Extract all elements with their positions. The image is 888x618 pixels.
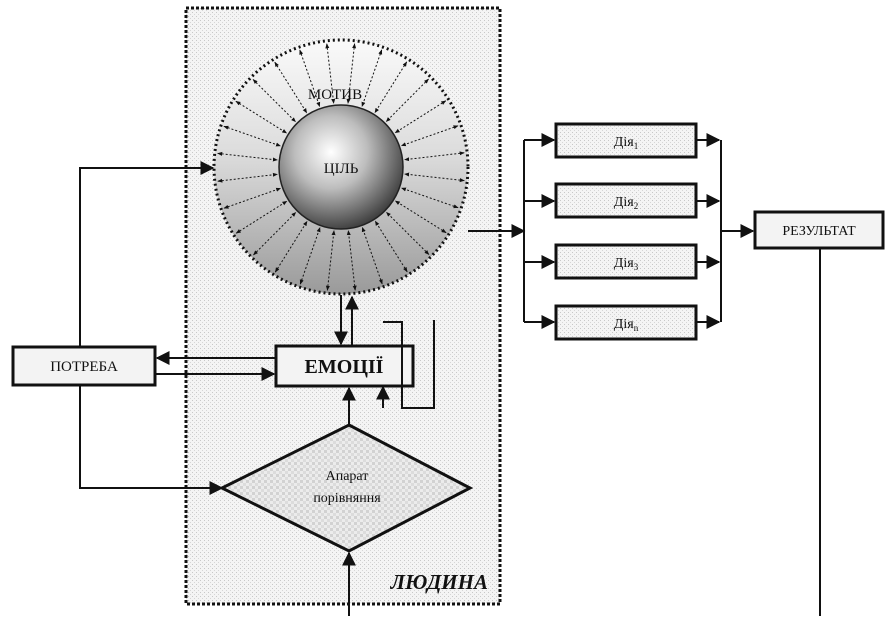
connectors	[79, 133, 821, 616]
motive-ray-14	[217, 172, 278, 183]
motive-ray-16	[223, 125, 281, 147]
result-label: РЕЗУЛЬТАТ	[782, 224, 856, 239]
svg-text:Дія2: Дія2	[614, 195, 638, 211]
result-box	[753, 210, 885, 250]
need-to-comparator-arrow	[79, 385, 224, 495]
motive-ray-21	[325, 43, 336, 104]
action-sub-n: n	[634, 323, 639, 333]
motive-ray-28	[404, 151, 465, 162]
action-sub-2: 2	[634, 201, 639, 211]
action-sub-3: 3	[634, 262, 639, 272]
action-box-2: Дія2	[554, 182, 698, 219]
motive-ray-20	[299, 49, 321, 108]
human-region-label: ЛЮДИНА	[390, 570, 488, 594]
motive-ray-6	[361, 226, 383, 285]
motive-ray-25	[385, 78, 429, 122]
motive-ray-27	[400, 125, 459, 147]
emotions-box	[274, 344, 415, 388]
svg-text:Дія1: Дія1	[614, 135, 638, 151]
motive-ray-arrows	[217, 43, 465, 291]
action-sub-1: 1	[634, 141, 639, 151]
motive-ray-9	[299, 227, 321, 285]
motive-ray-23	[361, 49, 383, 107]
need-label: ПОТРЕБА	[50, 359, 118, 375]
motive-ray-11	[253, 212, 297, 256]
goal-sphere	[278, 104, 404, 230]
action-label-1: Дія	[614, 135, 634, 150]
comparator-label-line2: порівняння	[313, 491, 381, 506]
comparator-diamond	[218, 423, 474, 553]
emotions-label: ЕМОЦІЇ	[305, 355, 384, 378]
svg-text:Діяn: Діяn	[614, 317, 639, 333]
action-box-1: Дія1	[554, 122, 698, 159]
need-box	[11, 345, 157, 387]
action-label-3: Дія	[614, 256, 634, 271]
action-label-2: Дія	[614, 195, 634, 210]
emotions-feedback-loop	[383, 320, 435, 409]
svg-text:Дія3: Дія3	[614, 256, 639, 272]
goal-label: ЦІЛЬ	[324, 161, 359, 177]
motive-ray-7	[346, 230, 357, 291]
comparator-label-line1: Апарат	[326, 469, 369, 484]
motive-ray-2	[401, 187, 459, 209]
motive-label: МОТИВ	[308, 87, 362, 103]
action-box-n: Діяn	[554, 304, 698, 341]
motive-ray-13	[223, 187, 282, 209]
action-box-3: Дія3	[554, 243, 698, 280]
motive-ray-18	[252, 79, 296, 123]
need-to-motive-arrow	[79, 161, 215, 347]
action-label-n: Дія	[614, 317, 634, 332]
motive-ray-4	[386, 211, 430, 255]
